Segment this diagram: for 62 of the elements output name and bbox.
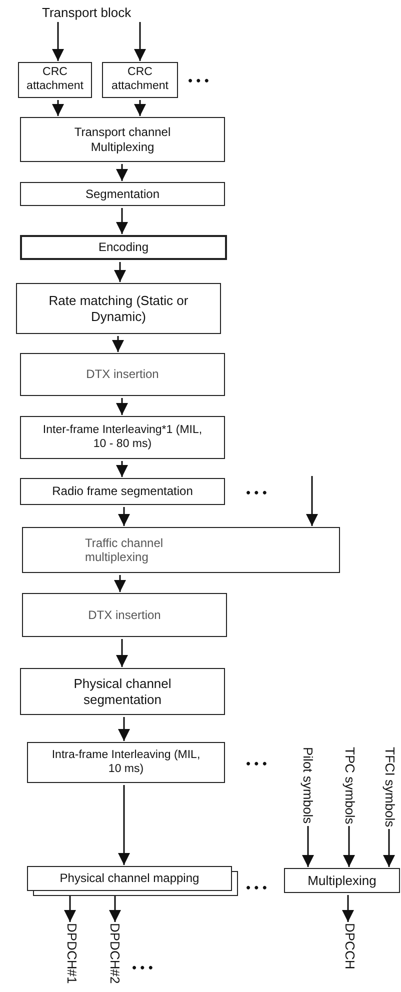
arrow	[118, 507, 130, 526]
process-box	[20, 353, 225, 396]
input-label: Transport block	[42, 6, 132, 20]
process-box	[20, 416, 225, 459]
arrow	[134, 22, 146, 61]
process-box	[20, 182, 225, 206]
process-box	[20, 478, 225, 505]
ellipsis-dots: • • •	[188, 73, 209, 88]
arrow	[116, 461, 128, 477]
channel-label: DPDCH#1	[64, 923, 78, 984]
arrow	[116, 164, 128, 181]
arrow	[116, 208, 128, 234]
process-box	[22, 527, 340, 573]
arrow	[118, 717, 130, 741]
step-label: Traffic channel multiplexing	[85, 536, 164, 564]
arrow	[342, 895, 354, 922]
process-box	[27, 742, 225, 783]
step-label: Physical channel mapping	[60, 871, 200, 886]
ellipsis-dots: • • •	[132, 960, 153, 975]
step-label: Segmentation	[85, 186, 160, 202]
arrow	[134, 100, 146, 116]
arrow	[114, 575, 126, 592]
step-label: Radio frame segmentation	[52, 484, 193, 499]
arrow	[116, 398, 128, 415]
arrow	[52, 100, 64, 116]
arrow	[116, 639, 128, 667]
process-box	[102, 62, 178, 98]
step-label: Transport channel Multiplexing	[73, 125, 172, 154]
channel-label: TFCI symbols	[382, 747, 396, 828]
step-label: DTX insertion	[86, 367, 159, 382]
process-box	[16, 283, 221, 334]
step-label: Inter-frame Interleaving*1 (MIL, 10 - 80 ms)	[42, 424, 204, 452]
process-box	[20, 117, 225, 162]
step-label: Encoding	[98, 240, 149, 255]
arrow	[118, 785, 130, 865]
arrow	[383, 829, 395, 867]
step-label: Multiplexing	[308, 872, 376, 888]
ellipsis-dots: • • •	[246, 756, 267, 771]
arrow	[306, 476, 318, 526]
channel-label: Pilot symbols	[300, 747, 314, 824]
step-label: Physical channel segmentation	[72, 676, 172, 708]
process-box	[27, 866, 232, 891]
channel-label: TPC symbols	[342, 747, 356, 824]
step-label: Rate matching (Static or Dynamic)	[48, 292, 190, 324]
channel-label: DPDCH#2	[107, 923, 122, 984]
arrow	[114, 262, 126, 282]
arrow	[302, 826, 314, 867]
process-box	[22, 593, 227, 637]
ellipsis-dots: • • •	[246, 880, 267, 895]
step-label: Intra-frame Interleaving (MIL, 10 ms)	[50, 748, 202, 776]
arrow	[112, 336, 124, 352]
process-box	[284, 868, 400, 893]
arrow	[52, 22, 64, 61]
step-label: CRC attachment	[110, 66, 170, 94]
arrow	[343, 826, 355, 867]
step-label: DTX insertion	[88, 608, 161, 622]
step-label: CRC attachment	[26, 66, 84, 94]
process-box	[20, 235, 227, 260]
ellipsis-dots: • • •	[246, 485, 267, 500]
process-box	[20, 668, 225, 715]
channel-label: DPCCH	[342, 923, 356, 970]
process-box	[18, 62, 92, 98]
